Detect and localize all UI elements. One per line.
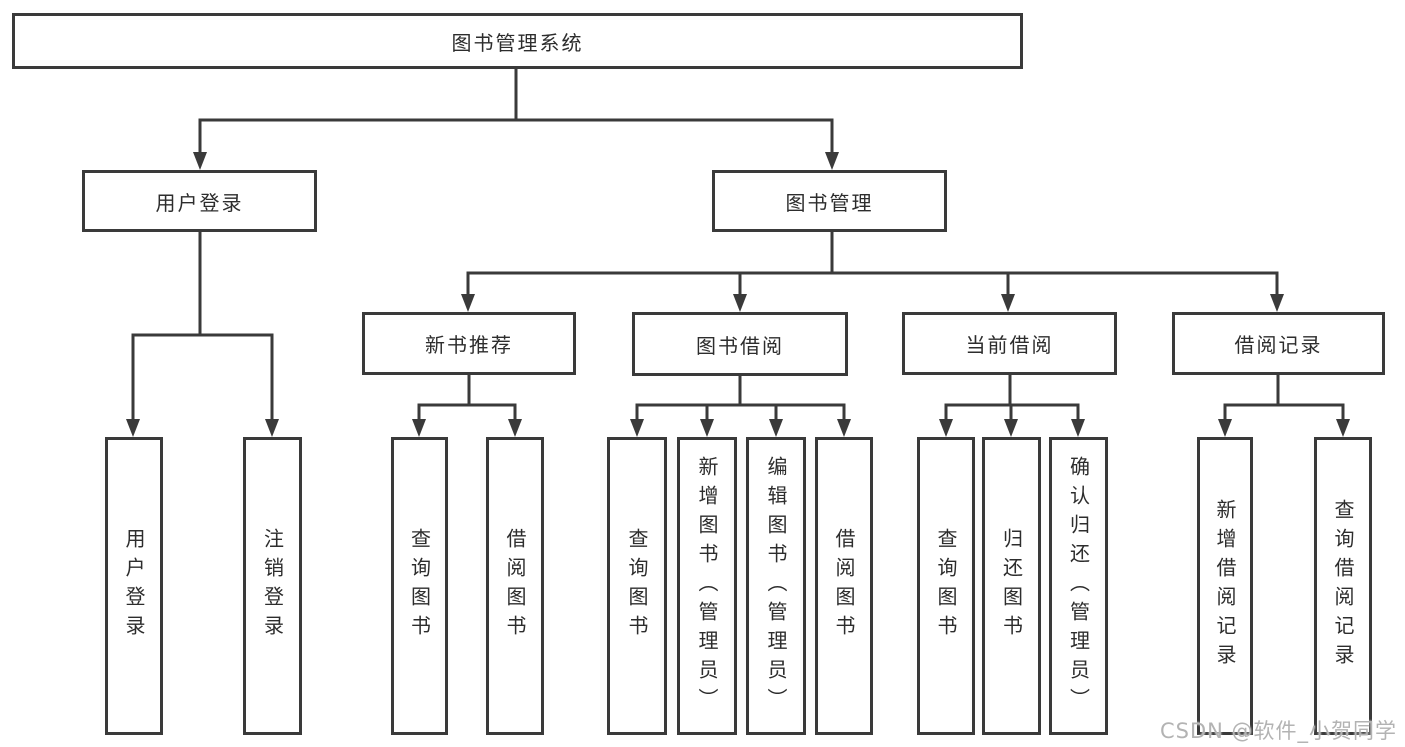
leaf-edit-book-admin-label: 编辑图书（管理员） [764, 455, 788, 717]
leaf-return-book: 归还图书 [982, 437, 1041, 735]
leaf-borrow-books: 借阅图书 [815, 437, 873, 735]
connector-new-book-recommend [412, 375, 522, 437]
leaf-confirm-return-admin-label: 确认归还（管理员） [1066, 455, 1091, 717]
leaf-return-book-label: 归还图书 [999, 528, 1024, 644]
node-user-login: 用户登录 [82, 170, 317, 232]
root-node-label: 图书管理系统 [451, 30, 584, 55]
connector-book-borrow [630, 376, 851, 437]
leaf-add-borrow-record-label: 新增借阅记录 [1213, 499, 1237, 673]
node-new-book-recommend-label: 新书推荐 [425, 333, 513, 357]
node-new-book-recommend: 新书推荐 [362, 312, 576, 375]
leaf-confirm-return-admin: 确认归还（管理员） [1049, 437, 1108, 735]
connector-borrow-records [1218, 375, 1350, 437]
node-book-borrow: 图书借阅 [632, 312, 848, 376]
node-borrow-records: 借阅记录 [1172, 312, 1385, 375]
leaf-query-borrow-record: 查询借阅记录 [1314, 437, 1372, 735]
leaf-query-books-borrow-label: 查询图书 [625, 528, 649, 644]
leaf-query-books-recommend-label: 查询图书 [407, 528, 432, 644]
leaf-query-books-current-label: 查询图书 [934, 528, 958, 644]
leaf-add-book-admin-label: 新增图书（管理员） [695, 455, 719, 717]
leaf-borrow-books-recommend-label: 借阅图书 [503, 528, 527, 644]
connector-root [193, 68, 839, 170]
leaf-edit-book-admin: 编辑图书（管理员） [746, 437, 806, 735]
leaf-borrow-books-recommend: 借阅图书 [486, 437, 544, 735]
leaf-user-login-label: 用户登录 [122, 528, 146, 644]
leaf-logout: 注销登录 [243, 437, 302, 735]
node-book-management: 图书管理 [712, 170, 947, 232]
connector-user-login [126, 232, 279, 437]
leaf-add-book-admin: 新增图书（管理员） [677, 437, 737, 735]
leaf-logout-label: 注销登录 [260, 528, 285, 644]
connector-book-management [461, 232, 1284, 312]
leaf-borrow-books-label: 借阅图书 [832, 528, 856, 644]
leaf-query-books-current: 查询图书 [917, 437, 975, 735]
watermark-text: CSDN @软件_小贺同学 [1160, 719, 1398, 743]
connector-current-borrow [939, 375, 1085, 437]
leaf-query-borrow-record-label: 查询借阅记录 [1331, 499, 1355, 673]
leaf-add-borrow-record: 新增借阅记录 [1197, 437, 1253, 735]
node-book-borrow-label: 图书借阅 [696, 333, 784, 358]
node-book-management-label: 图书管理 [785, 190, 874, 215]
node-user-login-label: 用户登录 [155, 190, 244, 215]
root-node-system: 图书管理系统 [12, 13, 1023, 69]
leaf-query-books-borrow: 查询图书 [607, 437, 667, 735]
leaf-user-login: 用户登录 [105, 437, 163, 735]
leaf-query-books-recommend: 查询图书 [391, 437, 448, 735]
node-current-borrow-label: 当前借阅 [965, 333, 1054, 357]
node-borrow-records-label: 借阅记录 [1234, 333, 1323, 357]
watermark: CSDN @软件_小贺同学 [1160, 715, 1397, 745]
node-current-borrow: 当前借阅 [902, 312, 1117, 375]
